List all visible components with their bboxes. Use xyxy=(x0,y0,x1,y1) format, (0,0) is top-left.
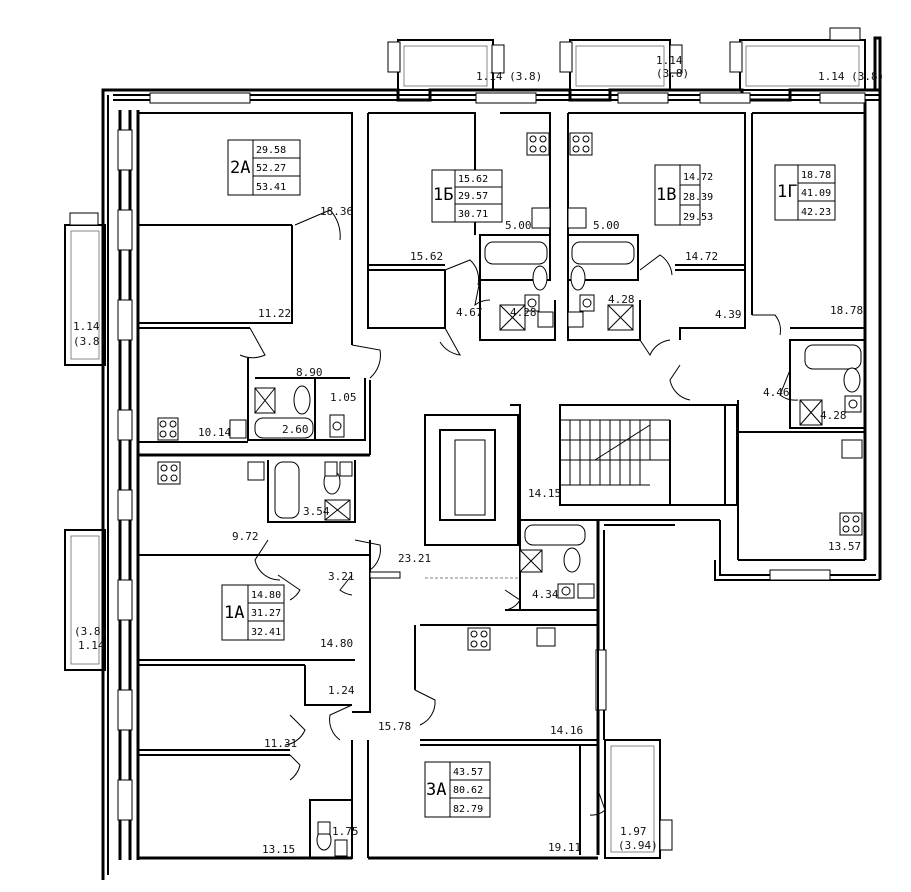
room-area: 13.15 xyxy=(262,843,295,856)
doors xyxy=(239,209,799,816)
room-area: 18.36 xyxy=(320,205,353,218)
total-area: 41.09 xyxy=(801,188,831,199)
total-area-with-balcony: 30.71 xyxy=(458,209,488,220)
apartment-3a-label: 3А 43.57 80.62 82.79 xyxy=(424,761,491,818)
stove-1a xyxy=(157,461,181,485)
room-area: 2.60 xyxy=(282,423,309,436)
room-area: 23.21 xyxy=(398,552,431,565)
room-area: 1.24 xyxy=(328,684,355,697)
stairs xyxy=(560,419,670,486)
total-area: 80.62 xyxy=(453,785,483,796)
apartment-1v-label: 1В 14.72 28.39 29.53 xyxy=(654,164,713,226)
room-area: 4.46 xyxy=(763,386,790,399)
balcony-area: (3.8) xyxy=(73,335,106,348)
total-area-with-balcony: 53.41 xyxy=(256,182,286,193)
total-area: 52.27 xyxy=(256,163,286,174)
living-area: 14.72 xyxy=(683,172,713,183)
room-area: 14.72 xyxy=(685,250,718,263)
room-area: 4.28 xyxy=(608,293,635,306)
living-area: 14.80 xyxy=(251,590,281,601)
balcony-area: (3.8) xyxy=(74,625,107,638)
stove-1b xyxy=(526,132,550,156)
balcony-area: 1.14 (3.8) xyxy=(818,70,884,83)
balcony-area: 1.14 xyxy=(78,639,105,652)
room-area: 4.28 xyxy=(820,409,847,422)
room-area: 18.78 xyxy=(830,304,863,317)
outer-walls xyxy=(101,36,882,880)
balcony-area: (3.94) xyxy=(618,839,658,852)
room-area: 10.14 xyxy=(198,426,231,439)
room-area: 13.57 xyxy=(828,540,861,553)
room-area: 19.11 xyxy=(548,841,581,854)
room-area: 4.39 xyxy=(715,308,742,321)
room-area: 11.31 xyxy=(264,737,297,750)
apartment-code: 1В xyxy=(656,185,676,205)
balcony-area: 1.14 xyxy=(656,54,683,67)
stoves xyxy=(157,132,863,651)
room-area: 1.75 xyxy=(332,825,359,838)
total-area-with-balcony: 82.79 xyxy=(453,804,483,815)
living-area: 15.62 xyxy=(458,174,488,185)
room-area: 14.80 xyxy=(320,637,353,650)
living-area: 18.78 xyxy=(801,170,831,181)
balcony-area: 1.14 xyxy=(73,320,100,333)
stove-3a xyxy=(467,627,491,651)
balcony-area: 1.97 xyxy=(620,825,647,838)
balconies xyxy=(64,27,866,859)
apartment-1b-label: 1Б 15.62 29.57 30.71 xyxy=(431,169,503,223)
apartment-1a-label: 1А 14.80 31.27 32.41 xyxy=(221,584,285,641)
total-area: 31.27 xyxy=(251,608,281,619)
room-area: 1.05 xyxy=(330,391,357,404)
room-area: 14.16 xyxy=(550,724,583,737)
room-area: 4.28 xyxy=(510,306,537,319)
room-area: 3.54 xyxy=(303,505,330,518)
stove-1v xyxy=(569,132,593,156)
apartment-2a-label: 2А 29.58 52.27 53.41 xyxy=(227,139,301,196)
total-area-with-balcony: 32.41 xyxy=(251,627,281,638)
room-area: 9.72 xyxy=(232,530,259,543)
apartment-code: 1Г xyxy=(777,182,797,202)
apartment-code: 3А xyxy=(426,780,446,800)
room-area: 11.22 xyxy=(258,307,291,320)
interior-walls xyxy=(138,112,866,859)
living-area: 29.58 xyxy=(256,145,286,156)
balcony-area-labels: 1.14 (3.8) 1.14 (3.8) 1.14 (3.8) 1.14 (3… xyxy=(73,54,884,852)
room-area: 8.90 xyxy=(296,366,323,379)
living-area: 43.57 xyxy=(453,767,483,778)
stove-2a xyxy=(157,417,179,441)
room-area-labels: 18.36 11.22 8.90 1.05 10.14 2.60 15.62 5… xyxy=(198,205,863,856)
room-area: 5.00 xyxy=(593,219,620,232)
room-area: 4.67 xyxy=(456,306,483,319)
total-area: 28.39 xyxy=(683,192,713,203)
apartment-code: 1А xyxy=(224,603,244,623)
apartment-1g-label: 1Г 18.78 41.09 42.23 xyxy=(774,164,836,221)
windows xyxy=(117,92,866,821)
balcony-area: 1.14 (3.8) xyxy=(476,70,542,83)
room-area: 14.15 xyxy=(528,487,561,500)
room-area: 15.62 xyxy=(410,250,443,263)
balcony-area: (3.8) xyxy=(656,67,689,80)
room-area: 15.78 xyxy=(378,720,411,733)
room-area: 3.21 xyxy=(328,570,355,583)
total-area: 29.57 xyxy=(458,191,488,202)
stove-1g xyxy=(839,512,863,536)
apartment-code: 2А xyxy=(230,158,250,178)
total-area-with-balcony: 29.53 xyxy=(683,212,713,223)
total-area-with-balcony: 42.23 xyxy=(801,207,831,218)
room-area: 4.34 xyxy=(532,588,559,601)
fixtures xyxy=(229,207,863,857)
apartment-code: 1Б xyxy=(433,185,453,205)
room-area: 5.00 xyxy=(505,219,532,232)
